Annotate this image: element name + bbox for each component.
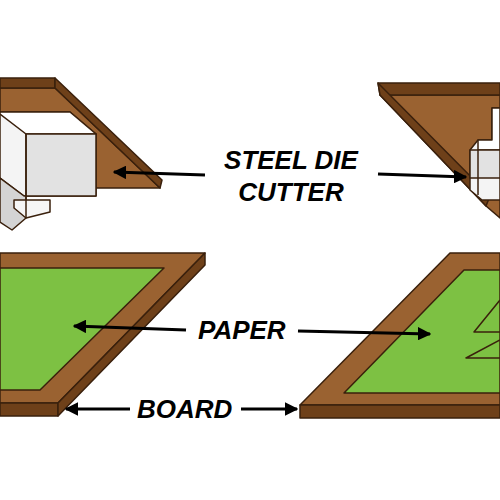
board-right: [300, 253, 500, 418]
board-left: [0, 253, 205, 416]
die-cutter-right: [378, 83, 500, 218]
part-label: STEEL DIE CUTTER: [211, 144, 371, 208]
die-cutter-left: [0, 78, 162, 230]
part-label: PAPER: [198, 314, 286, 346]
leader-lines: [66, 172, 466, 409]
part-label: BOARD: [137, 393, 232, 425]
